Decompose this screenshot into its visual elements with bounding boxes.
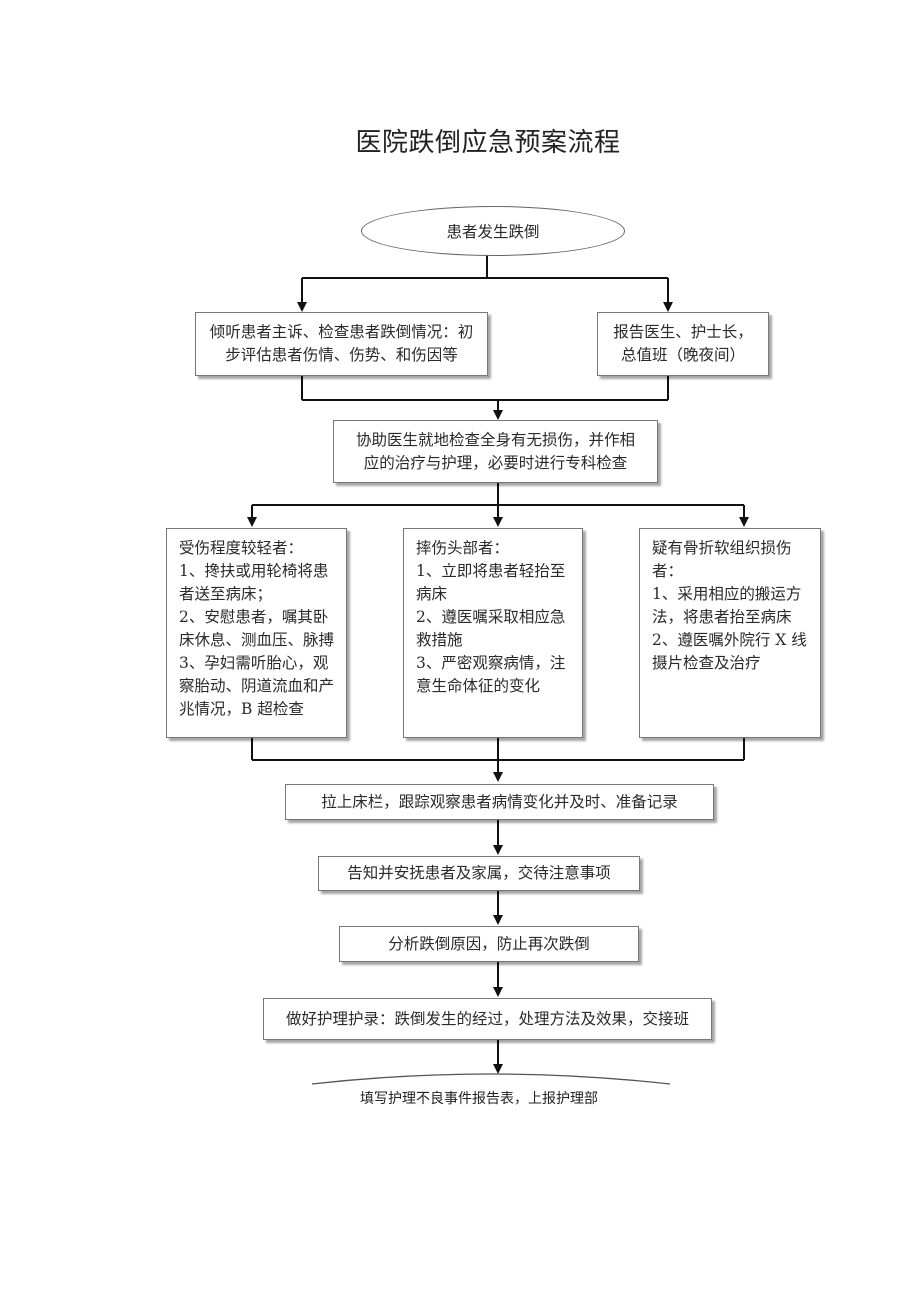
assess-node: 倾听患者主诉、检查患者跌倒情况：初 步评估患者伤情、伤势、和伤因等 [195, 312, 488, 376]
step-analyze-cause: 分析跌倒原因，防止再次跌倒 [339, 926, 639, 962]
assist-node: 协助医生就地检查全身有无损伤，并作相 应的治疗与护理，必要时进行专科检查 [333, 420, 658, 483]
step-1-label: 拉上床栏，跟踪观察患者病情变化并及时、准备记录 [321, 792, 678, 811]
branch-head-injury: 摔伤头部者： 1、立即将患者轻抬至 病床 2、遵医嘱采取相应急 救措施 3、严密… [403, 528, 583, 738]
branch-2-line-7: 意生命体征的变化 [416, 677, 541, 695]
step-bed-rail: 拉上床栏，跟踪观察患者病情变化并及时、准备记录 [285, 784, 714, 820]
branch-3-line-1: 疑有骨折软组织损伤 [652, 539, 792, 557]
assist-node-line-1: 协助医生就地检查全身有无损伤，并作相 [355, 430, 635, 449]
branch-2-line-1: 摔伤头部者： [416, 539, 510, 557]
branch-1-line-5: 床休息、测血压、脉搏 [179, 631, 335, 649]
step-4-label: 做好护理护录：跌倒发生的经过，处理方法及效果，交接班 [285, 1009, 689, 1028]
branch-minor-injury: 受伤程度较轻者： 1、搀扶或用轮椅将患 者送至病床； 2、安慰患者，嘱其卧 床休… [166, 528, 347, 738]
branch-2-line-5: 救措施 [416, 631, 463, 649]
assess-node-line-2: 步评估患者伤情、伤势、和伤因等 [225, 346, 458, 364]
final-report-text: 填写护理不良事件报告表，上报护理部 [360, 1091, 598, 1107]
step-2-label: 告知并安抚患者及家属，交待注意事项 [347, 864, 611, 882]
branch-1-line-3: 者送至病床； [179, 585, 273, 603]
branch-1-line-7: 察胎动、阴道流血和产 [179, 677, 335, 695]
branch-3-line-3: 1、采用相应的搬运方 [652, 585, 802, 603]
branch-2-line-4: 2、遵医嘱采取相应急 [416, 608, 566, 626]
branch-1-line-2: 1、搀扶或用轮椅将患 [179, 562, 329, 580]
branch-3-line-6: 摄片检查及治疗 [652, 654, 761, 672]
branch-2-line-2: 1、立即将患者轻抬至 [416, 562, 566, 580]
branch-1-line-8: 兆情况，B 超检查 [179, 700, 304, 718]
branch-1-line-4: 2、安慰患者，嘱其卧 [179, 608, 329, 626]
branch-3-line-4: 法，将患者抬至病床 [652, 608, 792, 626]
report-node-line-1: 报告医生、护士长， [613, 323, 753, 341]
report-node-line-2: 总值班（晚夜间） [620, 346, 745, 364]
start-node-ellipse: 患者发生跌倒 [361, 206, 625, 256]
final-boundary-curve [311, 1073, 671, 1085]
report-node: 报告医生、护士长， 总值班（晚夜间） [597, 312, 769, 376]
start-node-label: 患者发生跌倒 [446, 223, 540, 241]
assess-node-line-1: 倾听患者主诉、检查患者跌倒情况：初 [209, 323, 474, 341]
branch-3-line-2: 者： [652, 562, 684, 580]
branch-fracture: 疑有骨折软组织损伤 者： 1、采用相应的搬运方 法，将患者抬至病床 2、遵医嘱外… [639, 528, 821, 738]
step-inform-family: 告知并安抚患者及家属，交待注意事项 [318, 856, 640, 891]
branch-2-line-3: 病床 [416, 585, 448, 603]
branch-3-line-5: 2、遵医嘱外院行 X 线 [652, 631, 807, 649]
branch-2-line-6: 3、严密观察病情，注 [416, 654, 566, 672]
assist-node-line-2: 应的治疗与护理，必要时进行专科检查 [363, 453, 628, 472]
page-title: 医院跌倒应急预案流程 [355, 128, 621, 158]
branch-1-line-1: 受伤程度较轻者： [179, 539, 304, 557]
step-3-label: 分析跌倒原因，防止再次跌倒 [388, 934, 590, 953]
step-nursing-record: 做好护理护录：跌倒发生的经过，处理方法及效果，交接班 [263, 998, 712, 1040]
branch-1-line-6: 3、孕妇需听胎心，观 [179, 654, 329, 672]
